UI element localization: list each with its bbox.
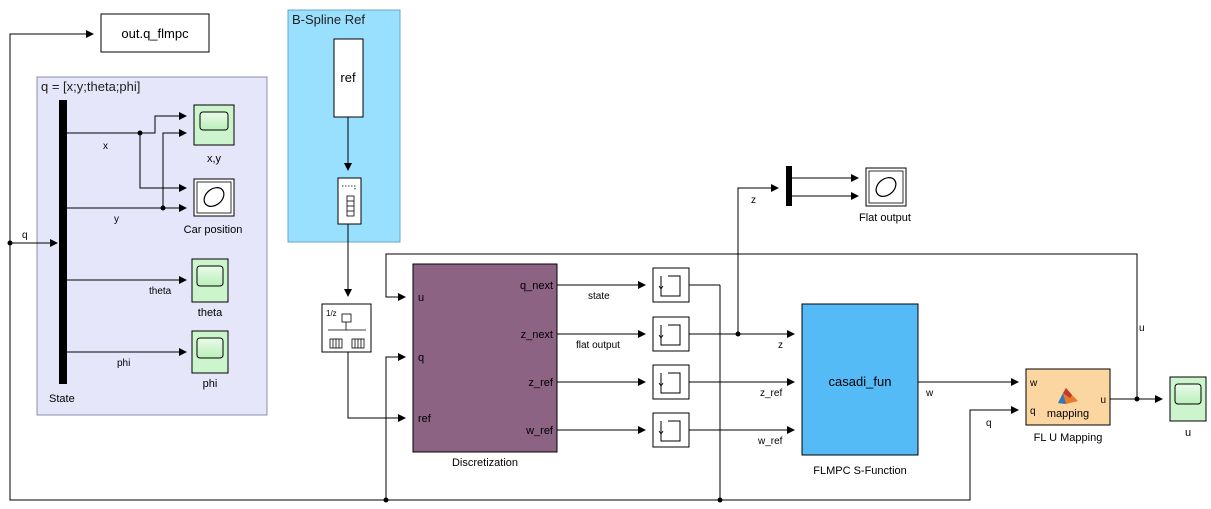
state-mux-label: State <box>49 393 75 405</box>
disc-port-ref: ref <box>418 413 432 425</box>
buffer-block[interactable] <box>337 177 362 225</box>
scope-screen-icon <box>196 337 224 359</box>
signal-q: q <box>22 230 28 241</box>
xy-graph-flat-output[interactable]: Flat output <box>859 167 911 224</box>
disc-port-znext: z_next <box>521 329 553 341</box>
buffer-icon <box>342 185 356 217</box>
ref-area-title: B-Spline Ref <box>292 12 365 27</box>
signal-theta: theta <box>149 286 172 297</box>
wire-q-disc <box>385 353 406 500</box>
mapping-label: FL U Mapping <box>1034 432 1103 444</box>
junctions <box>7 130 1140 503</box>
goto-label: out.q_flmpc <box>121 26 189 41</box>
scope-u-label: u <box>1185 427 1191 439</box>
scope-theta[interactable]: theta <box>191 258 229 319</box>
xy-graph-ellipse-icon <box>203 187 225 207</box>
disc-port-wref: w_ref <box>525 425 554 437</box>
delay-icon <box>328 313 366 349</box>
casadi-out-w: w <box>925 388 934 399</box>
mapping-port-q: q <box>1030 406 1036 417</box>
signal-labels: q x y theta phi state flat output z z z_… <box>22 141 1145 447</box>
flat-output-mux[interactable] <box>786 166 792 206</box>
wires <box>9 30 1163 501</box>
xy-graph-ellipse-icon <box>875 177 897 197</box>
scope-phi[interactable]: phi <box>191 330 229 390</box>
signal-z-mid: z <box>778 340 783 351</box>
scope-screen-icon <box>196 265 224 287</box>
zoh-state[interactable] <box>652 267 690 303</box>
wire-q-map <box>720 406 1019 501</box>
wire-q-goto <box>9 30 721 501</box>
scope-xy[interactable]: x,y <box>193 104 235 165</box>
signal-x: x <box>103 141 108 152</box>
mapping-name: mapping <box>1047 408 1089 420</box>
matlab-logo-icon <box>1058 388 1078 404</box>
signal-state: state <box>588 291 610 302</box>
disc-port-zref: z_ref <box>529 377 554 389</box>
wire-x-xy <box>139 133 187 192</box>
casadi-name: casadi_fun <box>829 374 892 389</box>
scope-screen-icon <box>199 111 229 131</box>
ref-block[interactable]: ref <box>333 38 364 118</box>
scope-screen-icon <box>1174 383 1202 405</box>
goto-block[interactable]: out.q_flmpc <box>100 13 210 53</box>
disc-port-q: q <box>418 352 424 364</box>
wire-y-scope <box>162 129 187 208</box>
scope-u[interactable]: u <box>1169 376 1207 439</box>
wire-z-mux <box>737 184 779 334</box>
signal-q-fb: q <box>986 418 992 429</box>
signal-u: u <box>1139 323 1145 334</box>
xy-graph-car-position[interactable]: Car position <box>184 178 243 236</box>
ref-label: ref <box>340 70 356 85</box>
signal-w-ref: w_ref <box>757 436 783 447</box>
casadi-label: FLMPC S-Function <box>813 465 907 477</box>
zoh-wref[interactable] <box>652 412 690 448</box>
xy-graph-label: Car position <box>184 224 243 236</box>
wire-x-scope <box>67 112 187 134</box>
signal-z-top: z <box>751 195 756 206</box>
casadi-sfunction-block[interactable]: casadi_fun FLMPC S-Function w <box>801 303 934 477</box>
signal-z-ref: z_ref <box>760 388 782 399</box>
disc-label: Discretization <box>452 457 518 469</box>
signal-phi: phi <box>117 358 130 369</box>
state-area-title: q = [x;y;theta;phi] <box>41 79 140 94</box>
zoh-zref[interactable] <box>652 364 690 400</box>
wire-u-fb <box>385 253 1138 399</box>
fl-u-mapping-block[interactable]: w q u mapping FL U Mapping <box>1025 368 1111 444</box>
signal-y: y <box>114 214 119 225</box>
delay-text: 1/z <box>326 309 337 318</box>
flat-xy-label: Flat output <box>859 212 911 224</box>
delay-block[interactable]: 1/z <box>321 303 372 353</box>
mapping-port-u: u <box>1100 395 1106 406</box>
scope-phi-label: phi <box>203 378 218 390</box>
scope-theta-label: theta <box>198 307 223 319</box>
mapping-port-w: w <box>1029 378 1038 389</box>
discretization-block[interactable]: u q ref q_next z_next z_ref w_ref Discre… <box>412 263 558 469</box>
wire-delay-disc <box>347 352 406 422</box>
disc-port-qnext: q_next <box>520 280 553 292</box>
signal-flat-output: flat output <box>576 340 620 351</box>
state-mux[interactable]: State <box>49 100 75 405</box>
disc-port-u: u <box>418 292 424 304</box>
zoh-flat[interactable] <box>652 316 690 352</box>
scope-xy-label: x,y <box>207 153 222 165</box>
